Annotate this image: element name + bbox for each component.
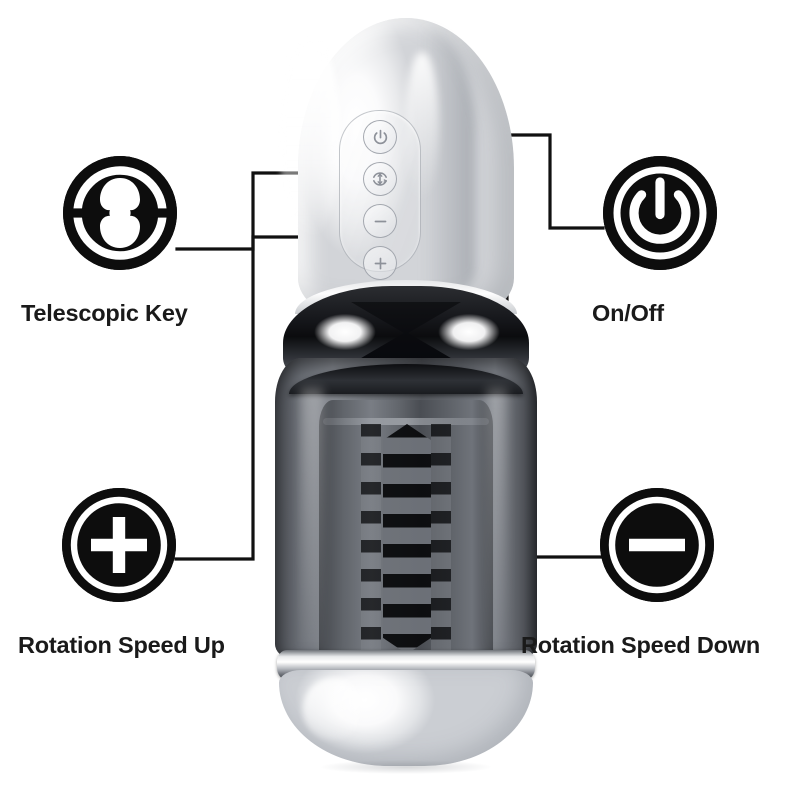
speed-up-badge[interactable]	[62, 488, 176, 602]
power-button-icon	[373, 129, 387, 144]
base-drop-shadow	[321, 760, 491, 774]
telescopic-badge[interactable]	[63, 156, 177, 270]
minus-button-icon	[374, 220, 386, 222]
sleeve-ridge-center	[383, 424, 431, 654]
sleeve-ridge-right	[431, 424, 451, 654]
speed-down-label: Rotation Speed Down	[521, 632, 761, 658]
sleeve-ridge-left	[361, 424, 381, 654]
dome-highlight-left	[279, 34, 341, 239]
base-highlight	[303, 678, 363, 740]
product-image	[255, 18, 555, 774]
power-label: On/Off	[592, 300, 664, 326]
speed-down-badge[interactable]	[600, 488, 714, 602]
telescopic-button-icon	[373, 172, 388, 186]
telescopic-label: Telescopic Key	[21, 300, 188, 326]
sleeve-band	[323, 418, 489, 425]
minus-icon	[600, 488, 714, 602]
power-icon	[603, 156, 717, 270]
chamber-highlight-left	[301, 388, 323, 648]
power-button[interactable]	[363, 120, 397, 154]
plus-button[interactable]	[363, 246, 397, 280]
minus-button[interactable]	[363, 204, 397, 238]
telescopic-key-icon	[63, 156, 177, 270]
plus-button-icon	[374, 257, 386, 269]
telescopic-button[interactable]	[363, 162, 397, 196]
power-badge[interactable]	[603, 156, 717, 270]
smoked-chamber	[275, 358, 537, 658]
plus-icon	[62, 488, 176, 602]
speed-up-label: Rotation Speed Up	[18, 632, 225, 658]
chamber-highlight-right	[487, 388, 507, 648]
control-panel[interactable]	[339, 110, 421, 280]
